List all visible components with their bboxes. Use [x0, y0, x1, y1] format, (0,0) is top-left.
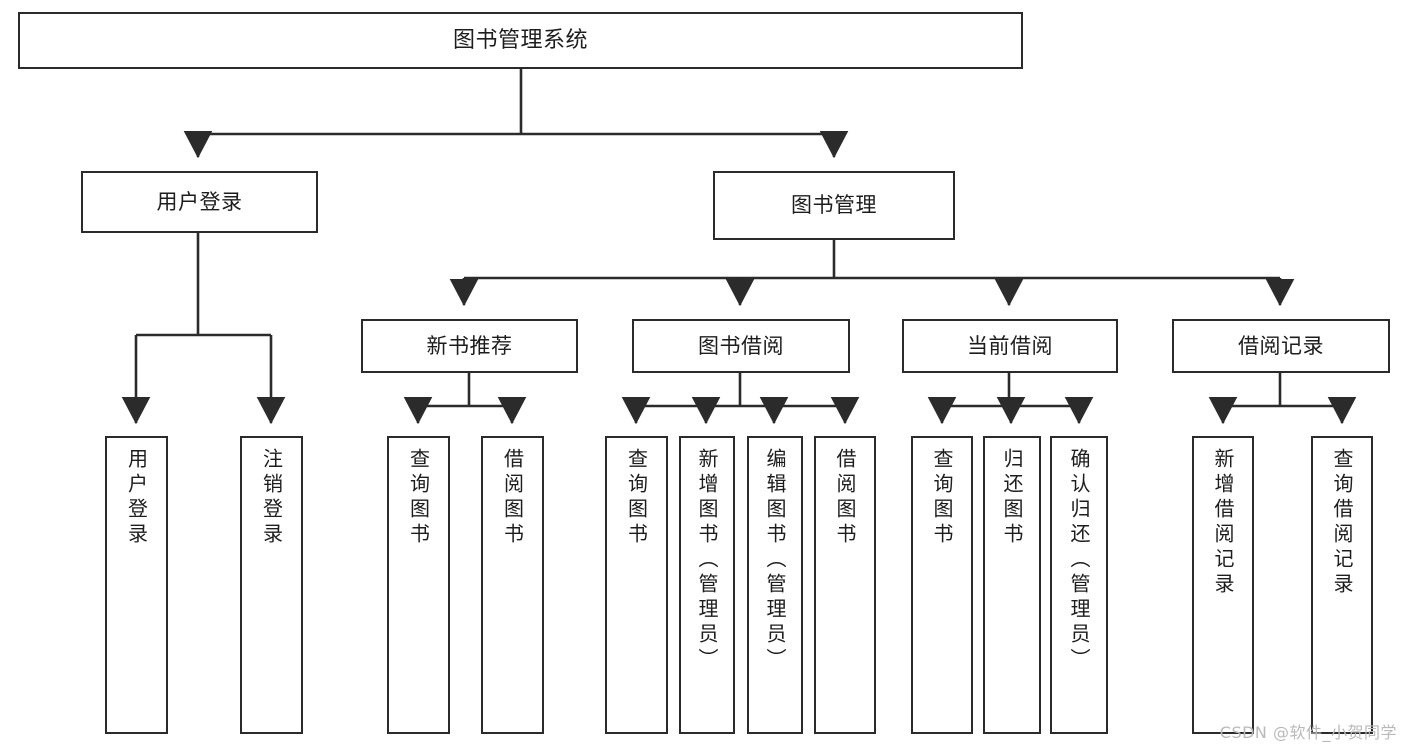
node-new-book-recommend[interactable]: 新书推荐	[361, 319, 578, 373]
node-label: 查询图书	[930, 448, 954, 548]
node-leaf-borrow-book-recommend[interactable]: 借阅图书	[481, 436, 544, 734]
node-leaf-logout[interactable]: 注销登录	[240, 436, 303, 734]
node-label: 用户登录	[124, 448, 149, 548]
node-label: 编辑图书（管理员）	[763, 448, 787, 673]
node-leaf-return-book[interactable]: 归还图书	[983, 436, 1041, 734]
node-label: 注销登录	[259, 448, 284, 548]
node-leaf-confirm-return-admin[interactable]: 确认归还（管理员）	[1050, 436, 1108, 734]
node-book-borrow[interactable]: 图书借阅	[632, 319, 850, 373]
node-label: 用户登录	[156, 189, 243, 214]
node-leaf-query-borrow-record[interactable]: 查询借阅记录	[1311, 436, 1373, 734]
node-leaf-query-book-borrow[interactable]: 查询图书	[605, 436, 668, 734]
node-label: 图书管理	[791, 193, 877, 218]
node-label: 新书推荐	[426, 333, 513, 358]
node-user-login[interactable]: 用户登录	[81, 171, 318, 233]
node-label: 查询借阅记录	[1330, 448, 1354, 598]
node-leaf-add-book-admin[interactable]: 新增图书（管理员）	[679, 436, 735, 734]
node-label: 查询图书	[624, 448, 649, 548]
node-label: 当前借阅	[967, 333, 1053, 358]
node-label: 图书借阅	[698, 333, 784, 358]
node-label: 借阅记录	[1238, 333, 1324, 358]
node-root-book-management-system[interactable]: 图书管理系统	[18, 12, 1023, 69]
node-label: 新增图书（管理员）	[695, 448, 719, 673]
node-borrow-record[interactable]: 借阅记录	[1172, 319, 1390, 373]
node-leaf-query-book-current[interactable]: 查询图书	[911, 436, 973, 734]
node-leaf-add-borrow-record[interactable]: 新增借阅记录	[1192, 436, 1254, 734]
node-leaf-edit-book-admin[interactable]: 编辑图书（管理员）	[747, 436, 803, 734]
node-label: 确认归还（管理员）	[1067, 448, 1091, 673]
node-label: 图书管理系统	[452, 27, 588, 53]
node-book-management[interactable]: 图书管理	[713, 171, 955, 240]
node-label: 查询图书	[406, 448, 431, 548]
node-leaf-query-book-recommend[interactable]: 查询图书	[387, 436, 450, 734]
node-label: 借阅图书	[833, 448, 857, 548]
node-label: 新增借阅记录	[1211, 448, 1235, 598]
node-leaf-borrow-book-borrow[interactable]: 借阅图书	[814, 436, 876, 734]
node-leaf-user-login[interactable]: 用户登录	[105, 436, 168, 734]
node-current-borrow[interactable]: 当前借阅	[902, 319, 1118, 373]
csdn-watermark: CSDN @软件_小贺同学	[1219, 723, 1397, 742]
node-label: 归还图书	[1000, 448, 1024, 548]
node-label: 借阅图书	[500, 448, 525, 548]
